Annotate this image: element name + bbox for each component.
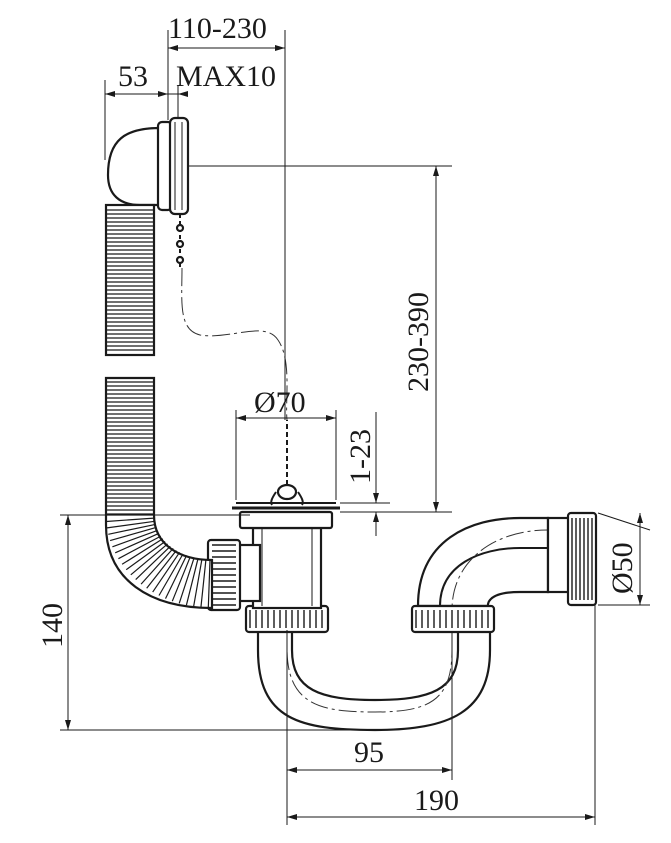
hose-rib	[118, 535, 162, 560]
dim-total-length: 190	[414, 784, 459, 817]
dim-overflow-max: MAX10	[176, 60, 276, 93]
dim-drain-diameter: Ø70	[254, 386, 306, 419]
dim-plug-travel: 1-23	[344, 429, 377, 484]
hose-rib	[200, 559, 207, 608]
hose-rib	[135, 545, 171, 581]
hose-rib	[207, 559, 211, 608]
trap-nut-left	[244, 604, 330, 634]
hose-rib	[164, 555, 188, 599]
hose-rib	[178, 557, 195, 604]
drain-chain	[270, 420, 304, 506]
dim-overflow-reach: 110-230	[168, 12, 267, 45]
overflow-hose	[104, 203, 214, 610]
hose-rib	[193, 559, 203, 607]
hose-rib	[106, 520, 155, 529]
hose-rib	[130, 543, 168, 576]
drain-body	[232, 502, 340, 610]
side-nut	[206, 538, 242, 612]
outlet-coupling	[546, 511, 598, 607]
hose-rib	[114, 532, 160, 554]
trap-bend	[256, 516, 550, 732]
hose-rib	[121, 538, 164, 565]
hose-rib	[146, 550, 177, 589]
hose-rib	[185, 558, 199, 606]
dim-trap-spacing: 95	[354, 736, 384, 769]
hose-rib	[112, 529, 158, 548]
hose-rib	[140, 547, 174, 585]
chain-path	[181, 267, 288, 421]
hose-rib	[158, 553, 184, 596]
hose-rib	[108, 523, 156, 535]
hose-rib	[171, 556, 191, 602]
hose-rib	[152, 551, 181, 593]
dim-trap-height: 140	[36, 603, 69, 648]
dim-outlet-diameter: Ø50	[606, 542, 639, 594]
hose-rib	[125, 541, 166, 571]
hose-rib	[106, 517, 155, 523]
overflow-head	[106, 116, 190, 268]
dim-overflow-offset: 53	[118, 60, 148, 93]
trap-nut-right	[410, 604, 496, 634]
hose-rib	[109, 526, 157, 542]
dim-vertical-range: 230-390	[402, 292, 435, 392]
dimension-lines	[60, 30, 651, 825]
